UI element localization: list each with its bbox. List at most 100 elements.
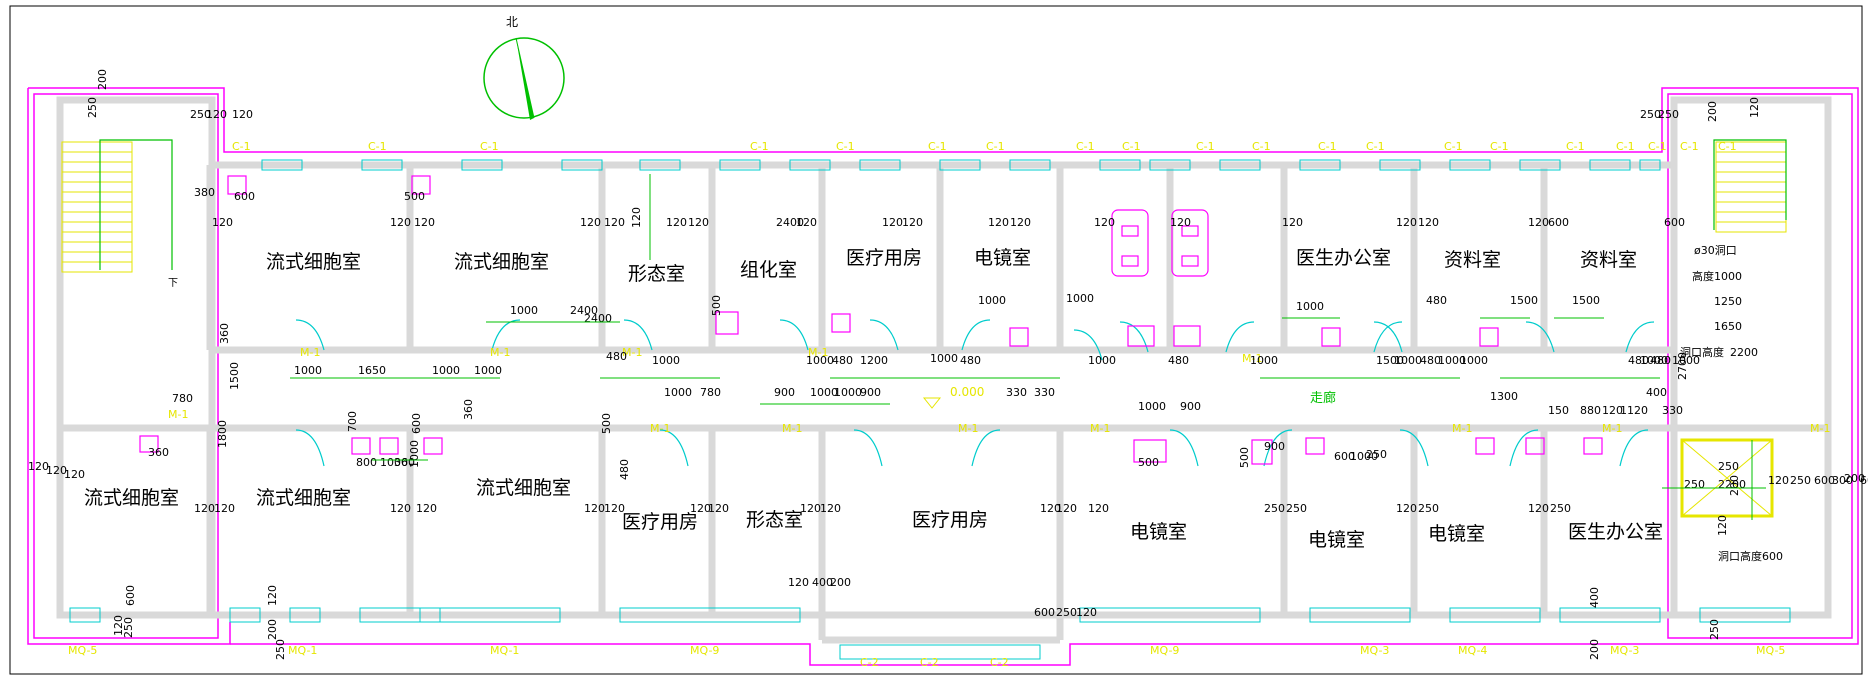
dimension-label: 1000 bbox=[810, 386, 838, 399]
window-label: C-1 bbox=[1196, 140, 1215, 153]
room-label: 电镜室 bbox=[974, 247, 1031, 269]
dimension-label: 120 bbox=[1418, 216, 1439, 229]
dimension-label: 1300 bbox=[1490, 390, 1518, 403]
room-label: 流式细胞室 bbox=[266, 251, 361, 273]
dimension-label: 120 bbox=[212, 216, 233, 229]
window-label: C-1 bbox=[1252, 140, 1271, 153]
stair-down-label: 下 bbox=[168, 278, 178, 289]
stair-left-arrow bbox=[99, 139, 173, 270]
window-label: C-1 bbox=[1366, 140, 1385, 153]
dimension-label: 2400 bbox=[570, 304, 598, 317]
dimension-label: 120 bbox=[800, 502, 821, 515]
dimension-label: 1000 bbox=[474, 364, 502, 377]
dimension-label: 600 bbox=[1548, 216, 1569, 229]
window-label: MQ-9 bbox=[1150, 644, 1179, 657]
dimension-label: 120 bbox=[1088, 502, 1109, 515]
window-label: C-1 bbox=[836, 140, 855, 153]
dimension-lines bbox=[290, 174, 1766, 520]
dimension-label: 250 bbox=[274, 639, 287, 660]
dimension-label: 1000 bbox=[1350, 450, 1378, 463]
dimension-label: 120 bbox=[688, 216, 709, 229]
north-arrow: 北 bbox=[483, 15, 565, 120]
dimension-label: 1000 bbox=[978, 294, 1006, 307]
dimension-label: 600 bbox=[1814, 474, 1835, 487]
window-label: C-2 bbox=[860, 656, 879, 669]
window-label: C-1 bbox=[1616, 140, 1635, 153]
dimension-label: 1000 bbox=[1394, 354, 1422, 367]
door-label: M-1 bbox=[300, 346, 320, 359]
door-label: M-1 bbox=[1602, 422, 1622, 435]
dimension-label: 120 bbox=[1282, 216, 1303, 229]
dimension-label: 600 bbox=[410, 413, 423, 434]
dimension-label: 120 bbox=[788, 576, 809, 589]
lift-shaft bbox=[1680, 438, 1774, 518]
room-label: 资料室 bbox=[1580, 249, 1637, 271]
dimension-label: 1000 bbox=[1296, 300, 1324, 313]
dimension-label: 120 bbox=[708, 502, 729, 515]
building-outline bbox=[27, 87, 1859, 666]
dimension-label: 120 bbox=[416, 502, 437, 515]
dimension-label: 120 bbox=[604, 502, 625, 515]
room-label: 医疗用房 bbox=[912, 509, 988, 531]
elevation-label: 0.000 bbox=[950, 385, 984, 399]
door-label: M-1 bbox=[1810, 422, 1830, 435]
window-label: C-1 bbox=[986, 140, 1005, 153]
window-label: C-1 bbox=[480, 140, 499, 153]
dimension-label: 250 bbox=[1658, 108, 1679, 121]
dimension-label: 1000 bbox=[408, 440, 421, 468]
window-label: C-1 bbox=[1122, 140, 1141, 153]
dimension-label: 1000 bbox=[1460, 354, 1488, 367]
elevation-mark bbox=[922, 397, 942, 409]
dimension-label: 250 bbox=[1056, 606, 1077, 619]
dimension-label: 120 bbox=[1010, 216, 1031, 229]
opening-height: 1000 bbox=[1714, 270, 1742, 283]
dimension-label: 250 bbox=[1684, 478, 1705, 491]
door-label: M-1 bbox=[808, 346, 828, 359]
dimension-label: 380 bbox=[194, 186, 215, 199]
door-label: M-1 bbox=[622, 346, 642, 359]
room-labels-bottom: 流式细胞室 流式细胞室 流式细胞室 医疗用房 形态室 医疗用房 电镜室 电镜室 … bbox=[84, 477, 1663, 551]
window-label: MQ-3 bbox=[1610, 644, 1639, 657]
door-label: M-1 bbox=[650, 422, 670, 435]
window-label: C-1 bbox=[1680, 140, 1699, 153]
dimension-label: 1000 bbox=[1138, 400, 1166, 413]
dimension-label: 480 bbox=[1650, 354, 1671, 367]
dimension-label: 250 bbox=[1264, 502, 1285, 515]
dimension-label: 2400 bbox=[584, 312, 612, 325]
dimension-label: 120 bbox=[988, 216, 1009, 229]
door-label: M-1 bbox=[1090, 422, 1110, 435]
dimension-label: 1000 bbox=[1438, 354, 1466, 367]
dimension-label: 600 bbox=[1334, 450, 1355, 463]
dimension-label: 600 bbox=[124, 585, 137, 606]
dimension-label: 1000 bbox=[806, 354, 834, 367]
opening-height: 1650 bbox=[1714, 320, 1742, 333]
opening-dia: ø30洞口 bbox=[1694, 244, 1737, 257]
dimension-label: 120 bbox=[1056, 502, 1077, 515]
window-label: MQ-5 bbox=[68, 644, 97, 657]
corridor-label: 走廊 bbox=[1310, 390, 1336, 406]
dimension-label: 330 bbox=[1662, 404, 1683, 417]
room-labels-top: 流式细胞室 流式细胞室 形态室 组化室 医疗用房 电镜室 医生办公室 资料室 资… bbox=[266, 247, 1637, 285]
dimension-label: 1800 bbox=[216, 420, 229, 448]
dimension-label: 200 bbox=[1728, 475, 1741, 496]
dimension-label: 120 bbox=[414, 216, 435, 229]
dimension-label: 120 bbox=[604, 216, 625, 229]
dimension-label: 120 bbox=[1528, 502, 1549, 515]
dimension-label: 120 bbox=[666, 216, 687, 229]
window-label: C-1 bbox=[1076, 140, 1095, 153]
window-label: C-1 bbox=[1490, 140, 1509, 153]
room-label: 电镜室 bbox=[1130, 521, 1187, 543]
dimension-label: 1200 bbox=[860, 354, 888, 367]
dimension-label: 1000 bbox=[1088, 354, 1116, 367]
dimension-label: 250 bbox=[190, 108, 211, 121]
dimension-label: 880 bbox=[1580, 404, 1601, 417]
window-label: C-1 bbox=[368, 140, 387, 153]
dimension-label: 120 bbox=[194, 502, 215, 515]
dimension-label: 1000 bbox=[1250, 354, 1278, 367]
window-label: MQ-3 bbox=[1360, 644, 1389, 657]
stair-right bbox=[1715, 141, 1787, 233]
dimension-label: 1500 bbox=[228, 362, 241, 390]
room-label: 资料室 bbox=[1444, 249, 1501, 271]
